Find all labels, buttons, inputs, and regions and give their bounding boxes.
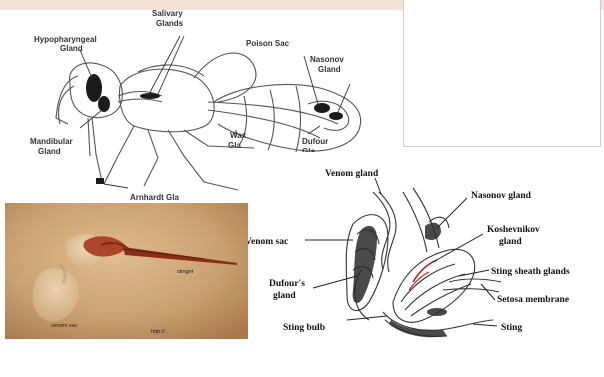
label-nasonov-2: Gland <box>318 65 341 74</box>
label-dufours-2: gland <box>273 291 296 301</box>
label-koshevnikov-1: Koshevnikov <box>487 225 540 235</box>
label-hypopharyngeal-2: Gland <box>60 44 83 53</box>
label-nasonov-1: Nasonov <box>310 55 344 64</box>
label-venom-gland: Venom gland <box>325 169 379 179</box>
label-salivary-1: Salivary <box>152 9 183 18</box>
label-sting-bulb: Sting bulb <box>283 323 325 333</box>
photo-label-venom-sac: venom sac <box>51 323 78 329</box>
label-nasonov-gland: Nasonov gland <box>471 191 532 201</box>
label-setosa-membrane: Setosa membrane <box>497 295 569 305</box>
sting-apparatus-diagram: Venom gland Nasonov gland Venom sac Kosh… <box>243 152 604 352</box>
label-venom-sac: Venom sac <box>245 237 288 247</box>
stinger-photo: stinger venom sac http://... <box>5 203 248 339</box>
label-mandibular-1: Mandibular <box>30 137 73 146</box>
label-sting: Sting <box>501 323 522 333</box>
label-dufours-1: Dufour's <box>269 279 305 289</box>
photo-label-stinger: stinger <box>177 269 194 275</box>
label-dufour-1: Dufour <box>302 137 328 146</box>
label-sting-sheath-glands: Sting sheath glands <box>491 267 570 277</box>
label-koshevnikov-2: gland <box>499 237 522 247</box>
label-poison-sac: Poison Sac <box>246 39 290 48</box>
photo-credit: http://... <box>151 329 170 335</box>
label-salivary-2: Glands <box>156 19 184 28</box>
label-hypopharyngeal-1: Hypopharyngeal <box>34 35 97 44</box>
label-bottom-cut: Arnhardt Gla <box>130 193 179 202</box>
empty-frame <box>403 0 601 147</box>
label-mandibular-2: Gland <box>38 147 61 156</box>
label-wax-2: Gla <box>228 141 241 150</box>
label-wax-1: Wax <box>230 131 247 140</box>
